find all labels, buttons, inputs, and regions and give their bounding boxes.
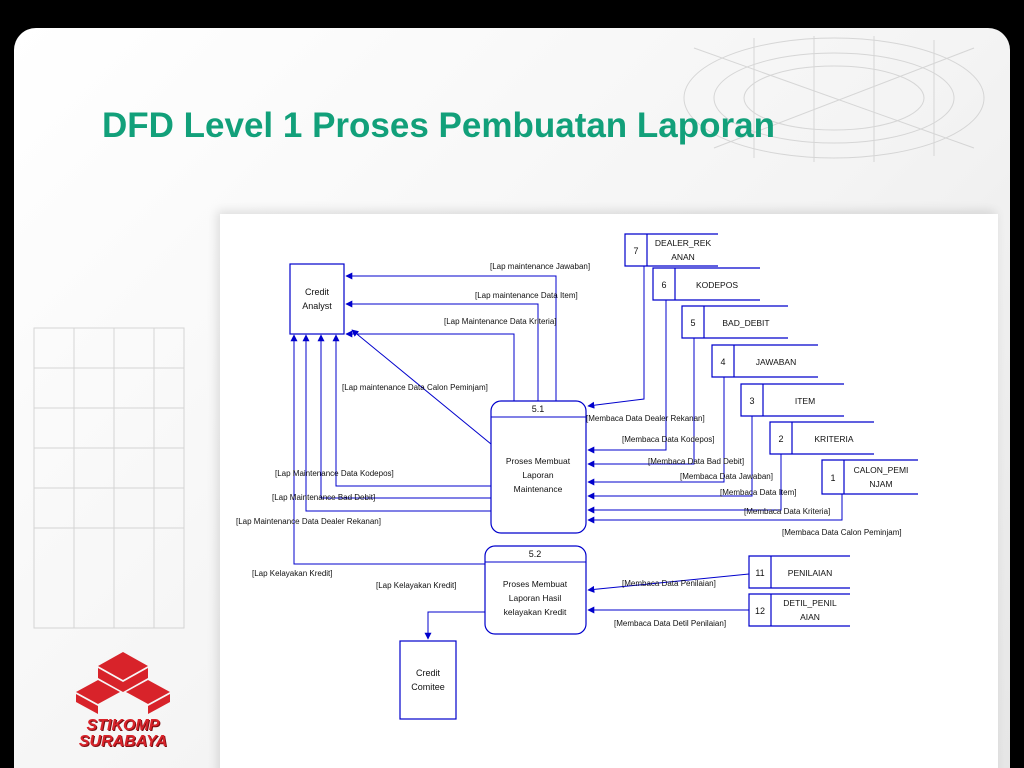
label-baca-calon: [Membaca Data Calon Peminjam] (782, 528, 902, 537)
credit-analyst-line-1: Credit (305, 287, 330, 297)
logo-line-1: STIKOMP (86, 717, 160, 734)
flow-baca-jawaban (587, 377, 725, 486)
store-1-name-1: CALON_PEMI (854, 465, 909, 475)
store-1 (821, 459, 918, 495)
flow-lap-kriteria (345, 330, 515, 401)
flow-lap-jawaban (345, 272, 557, 401)
process-5-2-line-2: Laporan Hasil (509, 593, 562, 603)
dfd-diagram: Credit Analyst Credit Comitee 5.1 Proses… (236, 233, 918, 720)
process-5-2: 5.2 Proses Membuat Laporan Hasil kelayak… (484, 545, 587, 635)
label-baca-item: [Membaca Data Item] (720, 488, 796, 497)
diagram-panel: Credit Analyst Credit Comitee 5.1 Proses… (220, 214, 998, 768)
store-12-name-1: DETIL_PENIL (783, 598, 837, 608)
store-2-name: KRITERIA (814, 434, 854, 444)
store-6-num: 6 (661, 280, 666, 290)
label-baca-dealer: [Membaca Data Dealer Rekanan] (586, 414, 705, 423)
flow-baca-penilaian (587, 573, 750, 593)
label-lap-bad-debit: [Lap Maintenance Bad Debit] (272, 493, 375, 502)
store-4 (711, 344, 818, 378)
stikomp-logo-icon (76, 652, 170, 714)
flow-baca-kriteria (587, 454, 782, 514)
store-3 (740, 383, 844, 417)
flow-baca-calon (587, 494, 843, 524)
flow-lap-bad-debit (317, 334, 491, 499)
process-5-2-line-3: kelayakan Kredit (504, 607, 567, 617)
flow-lap-item (345, 300, 539, 401)
label-baca-bad-debit: [Membaca Data Bad Debit] (648, 457, 744, 466)
process-5-1: 5.1 Proses Membuat Laporan Maintenance (490, 400, 587, 534)
store-12-name-2: AIAN (800, 612, 820, 622)
store-2 (769, 421, 874, 455)
store-4-name: JAWABAN (756, 357, 796, 367)
credit-comitee-line-2: Comitee (411, 682, 445, 692)
label-lap-kriteria: [Lap Maintenance Data Kriteria] (444, 317, 557, 326)
store-3-name: ITEM (795, 396, 815, 406)
store-7-name-2: ANAN (671, 252, 695, 262)
logo-line-2: SURABAYA (78, 733, 168, 750)
label-lap-dealer: [Lap Maintenance Data Dealer Rekanan] (236, 517, 381, 526)
store-7 (624, 233, 718, 267)
label-baca-jawaban: [Membaca Data Jawaban] (680, 472, 773, 481)
process-5-1-id: 5.1 (532, 404, 545, 414)
store-2-num: 2 (778, 434, 783, 444)
label-lap-calon: [Lap maintenance Data Calon Peminjam] (342, 383, 488, 392)
store-5-name: BAD_DEBIT (722, 318, 769, 328)
process-5-2-id: 5.2 (529, 549, 542, 559)
process-5-1-line-3: Maintenance (514, 484, 563, 494)
credit-analyst-line-2: Analyst (302, 301, 332, 311)
store-12-num: 12 (755, 606, 765, 616)
flow-lap-kelayakan-analyst (290, 334, 485, 565)
slide: DFD Level 1 Proses Pembuatan Laporan STI… (14, 28, 1010, 768)
flow-lap-calon (351, 329, 492, 445)
process-5-1-line-1: Proses Membuat (506, 456, 571, 466)
process-5-1-line-2: Laporan (522, 470, 553, 480)
store-1-name-2: NJAM (869, 479, 892, 489)
store-5-num: 5 (690, 318, 695, 328)
store-7-num: 7 (633, 246, 638, 256)
label-lap-item: [Lap maintenance Data Item] (475, 291, 578, 300)
store-4-num: 4 (720, 357, 725, 367)
store-11 (748, 555, 850, 589)
label-baca-detil: [Membaca Data Detil Penilaian] (614, 619, 726, 628)
process-5-2-line-1: Proses Membuat (503, 579, 568, 589)
entity-credit-comitee: Credit Comitee (399, 640, 457, 720)
logo-text: STIKOMP SURABAYA (68, 718, 178, 750)
store-7-name-1: DEALER_REK (655, 238, 712, 248)
credit-comitee-line-1: Credit (416, 668, 441, 678)
store-5 (681, 305, 788, 339)
label-lap-kodepos: [Lap Maintenance Data Kodepos] (275, 469, 394, 478)
flow-baca-item (587, 416, 753, 500)
entity-credit-analyst: Credit Analyst (289, 263, 345, 335)
label-baca-penilaian: [Membaca Data Penilaian] (622, 579, 716, 588)
label-baca-kriteria: [Membaca Data Kriteria] (744, 507, 830, 516)
store-6 (652, 267, 760, 301)
background-decoration (33, 36, 985, 629)
flow-baca-dealer (587, 266, 645, 409)
label-lap-kelayakan-comitee: [Lap Kelayakan Kredit] (376, 581, 457, 590)
store-6-name: KODEPOS (696, 280, 738, 290)
flow-baca-bad-debit (587, 338, 695, 468)
flow-baca-kodepos (587, 300, 667, 454)
store-11-num: 11 (755, 568, 764, 578)
label-lap-jawaban: [Lap maintenance Jawaban] (490, 262, 590, 271)
slide-title: DFD Level 1 Proses Pembuatan Laporan (102, 106, 775, 145)
flow-lap-dealer (302, 334, 491, 512)
flow-lap-kelayakan-comitee (424, 611, 485, 640)
label-baca-kodepos: [Membaca Data Kodepos] (622, 435, 715, 444)
flow-lap-kodepos (332, 334, 491, 487)
store-1-num: 1 (830, 473, 835, 483)
store-11-name: PENILAIAN (788, 568, 832, 578)
label-lap-kelayakan-analyst: [Lap Kelayakan Kredit] (252, 569, 333, 578)
store-3-num: 3 (749, 396, 754, 406)
